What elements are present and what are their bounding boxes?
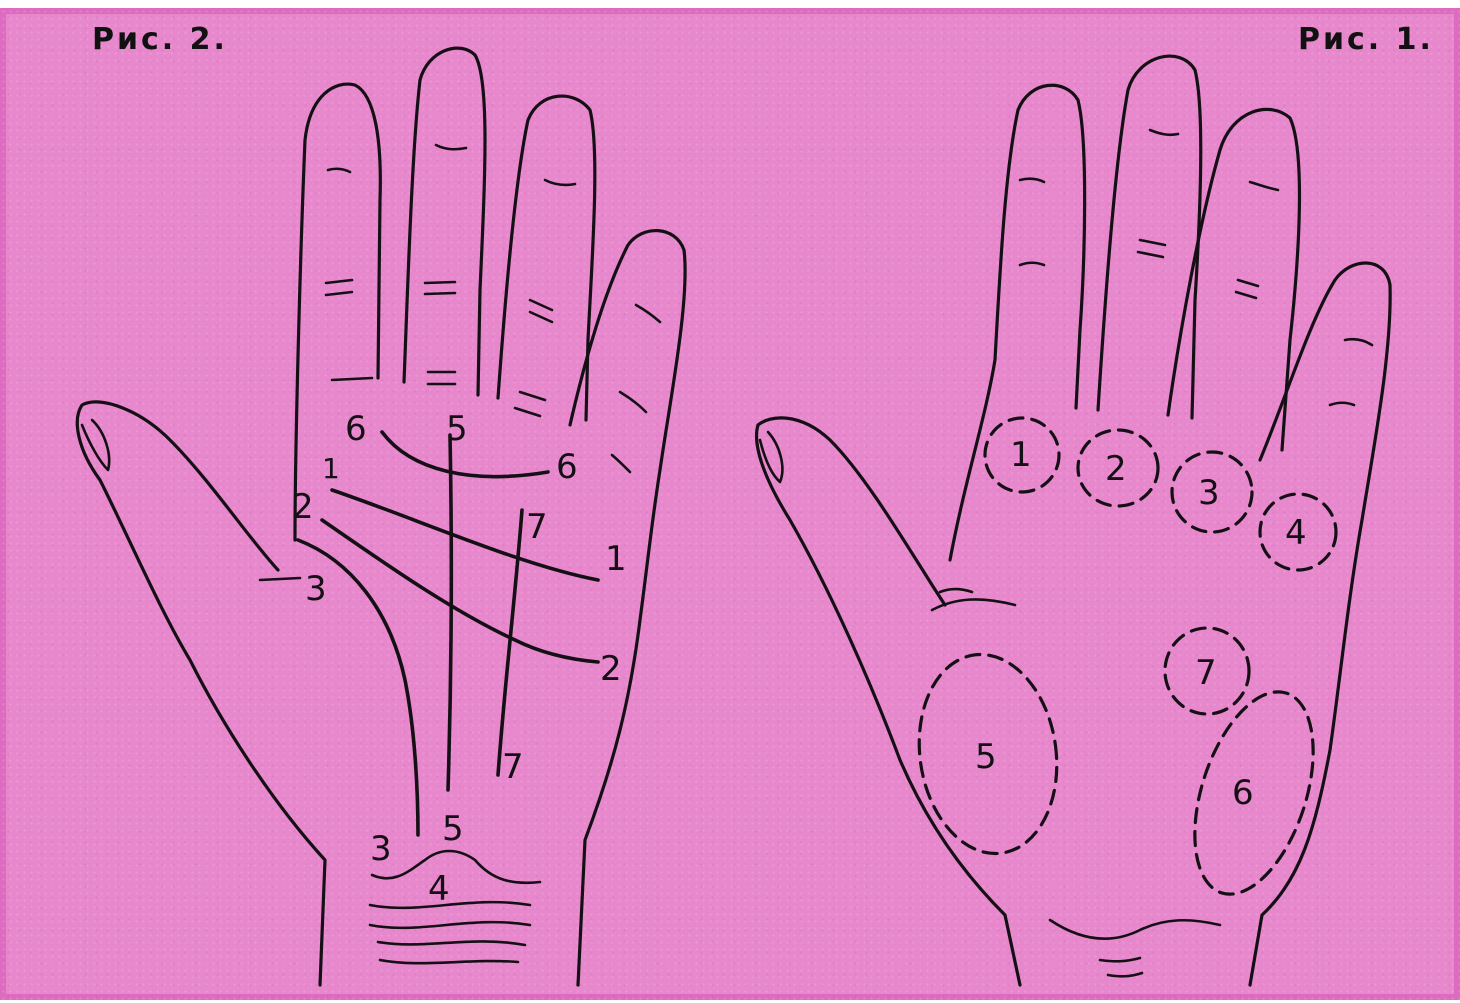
line-1 xyxy=(332,490,598,580)
label-1-start: 1 xyxy=(322,452,340,485)
zone-label-6: 6 xyxy=(1232,773,1254,813)
label-5-end: 5 xyxy=(442,809,464,849)
right-hand-zones xyxy=(907,418,1336,909)
label-6-start: 6 xyxy=(345,409,367,449)
label-6-end: 6 xyxy=(556,447,578,487)
zone-label-1: 1 xyxy=(1010,435,1032,475)
label-7-end: 7 xyxy=(502,747,524,787)
label-2-start: 2 xyxy=(292,487,314,527)
zone-label-3: 3 xyxy=(1198,473,1220,513)
zone-label-2: 2 xyxy=(1105,449,1127,489)
label-5-start: 5 xyxy=(446,409,468,449)
line-5 xyxy=(448,435,451,790)
zone-label-4: 4 xyxy=(1285,513,1307,553)
left-hand-lines xyxy=(298,432,598,835)
zone-label-5: 5 xyxy=(975,737,997,777)
label-7-start: 7 xyxy=(526,507,548,547)
label-1-end: 1 xyxy=(605,539,627,579)
label-4: 4 xyxy=(428,869,450,909)
zone-label-7: 7 xyxy=(1195,653,1217,693)
label-3-end: 3 xyxy=(370,829,392,869)
label-3-start: 3 xyxy=(305,569,327,609)
label-2-end: 2 xyxy=(600,649,622,689)
